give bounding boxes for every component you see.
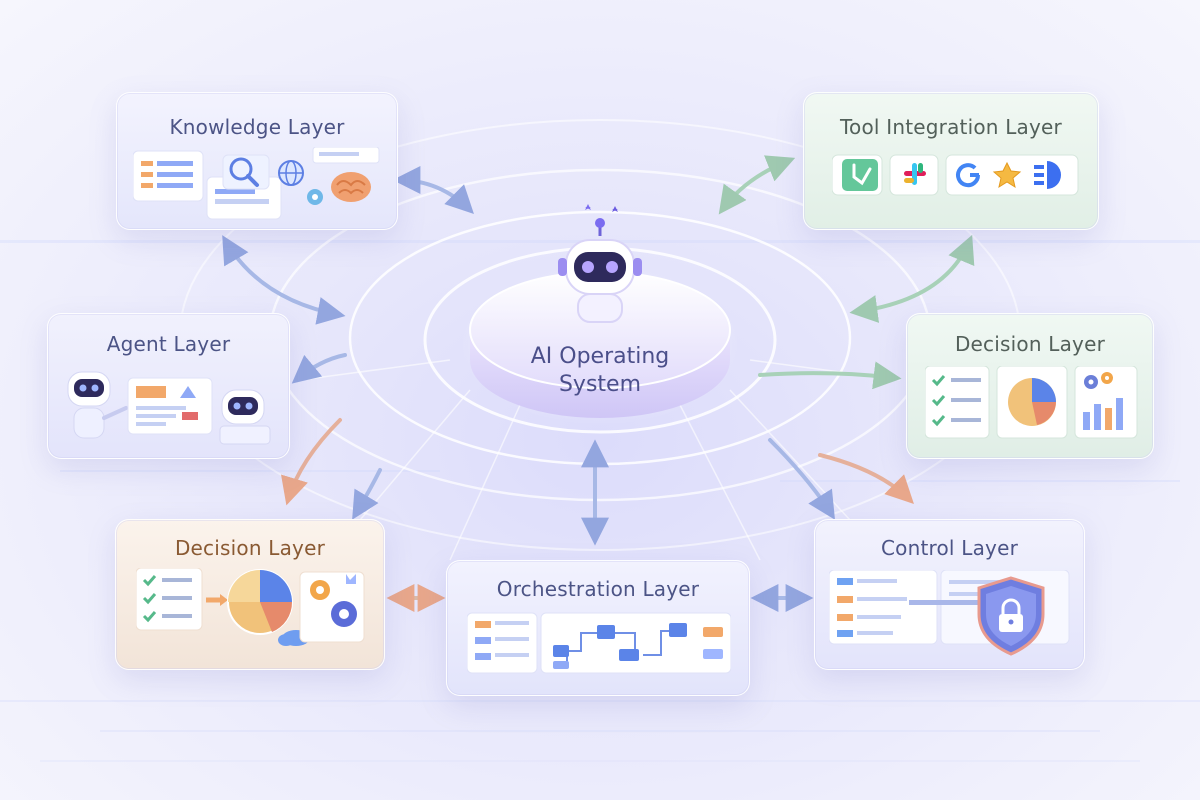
app-tile-icon [842,159,878,191]
robot-icon [219,389,271,445]
magnifier-icon [229,157,259,187]
center-label: AI Operating System [500,343,700,399]
center-label-line2: System [558,372,642,397]
globe-icon [278,160,304,186]
knowledge-layer-illustration [133,147,380,220]
orchestration-layer-card[interactable]: Orchestration Layer [446,560,750,696]
control-layer-title: Control Layer [880,536,1018,560]
pie-chart-icon [1008,378,1056,426]
decision-layer-left-title: Decision Layer [174,536,326,560]
pie-chart-icon [227,569,293,635]
slack-icon [904,163,926,185]
knowledge-layer-card[interactable]: Knowledge Layer [116,92,398,230]
decision-layer-right-title: Decision Layer [954,332,1106,356]
gear-icon [1084,372,1113,389]
bar-chart-icon [1083,398,1123,430]
center-label-line1: AI Operating [530,344,670,369]
gear-icon [307,189,323,205]
checklist-icon [931,375,981,427]
half-circle-icon [1034,161,1061,189]
decision-layer-left-illustration [136,568,365,646]
gear-icon [310,580,357,627]
orchestration-illustration [467,612,731,674]
brain-icon [331,172,371,202]
tool-integration-layer-card[interactable]: Tool Integration Layer [803,92,1099,230]
lock-icon [999,598,1023,632]
control-layer-illustration [829,570,1070,656]
tool-integration-illustration [832,154,1079,196]
decision-layer-right-card[interactable]: Decision Layer [906,313,1154,459]
knowledge-layer-title: Knowledge Layer [169,115,345,139]
robot-icon [558,204,642,323]
star-icon [992,161,1022,189]
orchestration-layer-title: Orchestration Layer [496,577,700,601]
google-icon [956,163,981,188]
decision-layer-left-card[interactable]: Decision Layer [115,519,385,670]
tool-integration-layer-title: Tool Integration Layer [840,115,1062,139]
robot-icon [67,371,128,439]
agent-layer-title: Agent Layer [106,332,231,356]
agent-layer-card[interactable]: Agent Layer [47,313,290,459]
control-layer-card[interactable]: Control Layer [814,519,1085,670]
checklist-icon [142,575,192,623]
arrows [222,155,975,612]
decision-layer-right-illustration [925,366,1138,439]
agent-layer-illustration [67,371,271,445]
